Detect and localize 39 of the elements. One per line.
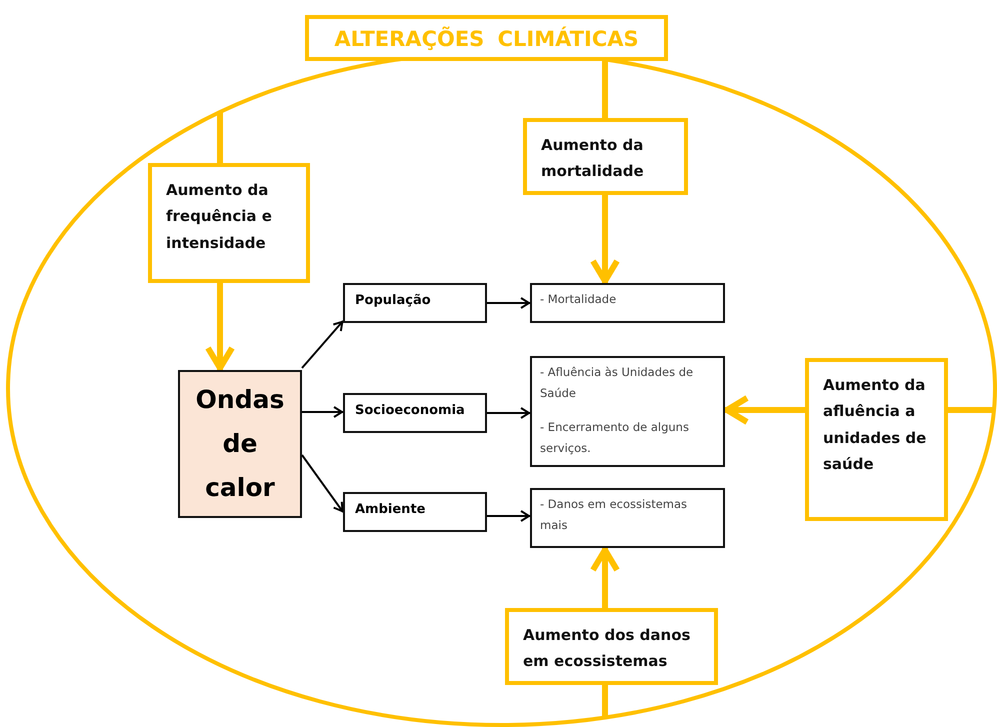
- box-label: População: [355, 293, 431, 308]
- arrow: [590, 195, 620, 284]
- effect-box: [530, 356, 725, 467]
- effect-box: [530, 283, 725, 323]
- box-label: - Danos em ecossistemas mais: [540, 496, 688, 534]
- category-box: [343, 393, 487, 433]
- box-label: Ondas de calor: [194, 384, 286, 504]
- arrow: [724, 395, 805, 425]
- box-label: Aumento dos danos em ecossistemas: [523, 626, 690, 670]
- cause-box: [523, 118, 688, 195]
- heat-wave-box: [178, 370, 302, 518]
- arrow: [487, 407, 530, 419]
- arrow: [301, 320, 344, 369]
- box-label: Socioeconomia: [355, 403, 465, 418]
- arrow: [205, 283, 235, 371]
- box-label: Aumento da afluência a unidades de saúde: [823, 376, 926, 473]
- box-label: - Encerramento de alguns serviços.: [540, 419, 690, 458]
- box-label: - Afluência às Unidades de Saúde: [540, 364, 694, 402]
- arrow: [590, 547, 620, 608]
- arrow: [302, 406, 343, 418]
- category-box: [343, 283, 487, 323]
- title-box: [305, 15, 668, 61]
- box-label: Aumento da mortalidade: [541, 136, 644, 180]
- box-label: Aumento da frequência e intensidade: [166, 181, 272, 252]
- box-label: Ambiente: [355, 502, 426, 517]
- cause-box: [505, 608, 718, 685]
- connector-line: [217, 112, 223, 163]
- connector-line: [602, 685, 608, 718]
- arrow: [487, 297, 530, 309]
- arrow: [301, 454, 344, 513]
- connector-line: [602, 61, 608, 118]
- box-label: - Mortalidade: [540, 291, 618, 308]
- category-box: [343, 492, 487, 532]
- arrow: [487, 510, 530, 522]
- title-text: ALTERAÇÕES CLIMÁTICAS: [334, 27, 639, 51]
- effect-box: [530, 488, 725, 548]
- cause-box: [148, 163, 310, 283]
- connector-line: [948, 407, 994, 413]
- cause-box: [805, 358, 948, 521]
